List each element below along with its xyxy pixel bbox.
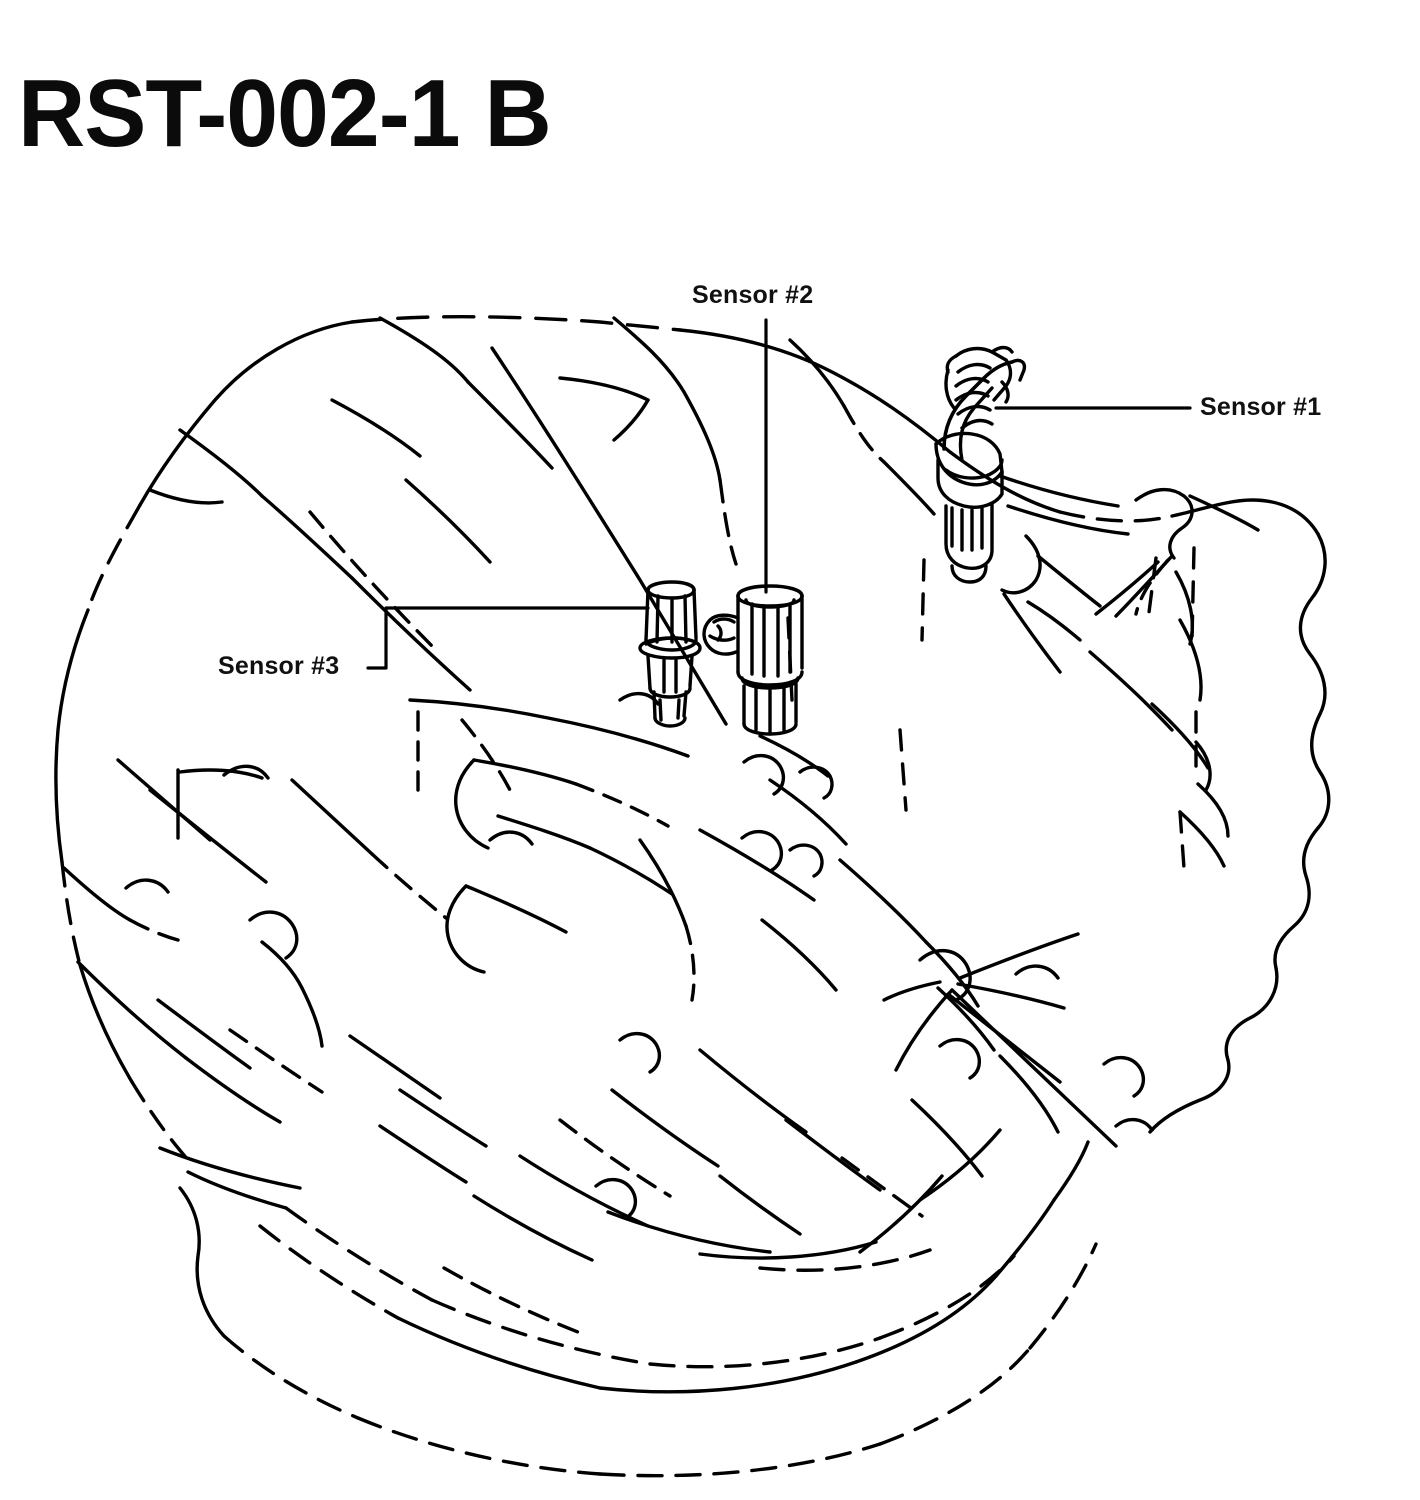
case-lower-ribs — [442, 1048, 1060, 1334]
callout-label-sensor-1: Sensor #1 — [1200, 393, 1322, 421]
sensor-3-component[interactable] — [638, 580, 702, 728]
transaxle-case-outline — [54, 315, 1331, 1164]
callout-label-sensor-2: Sensor #2 — [692, 281, 814, 309]
case-left-lower — [62, 718, 514, 1184]
oil-pan — [158, 1140, 1098, 1478]
page-title: RST-002-1 B — [18, 60, 552, 167]
case-center-body — [408, 698, 1118, 1148]
sensor-1-component[interactable] — [934, 345, 1027, 584]
leader-sensor-3 — [366, 606, 650, 670]
case-top-facets — [148, 316, 936, 726]
case-right-ribs — [998, 474, 1260, 868]
callout-label-sensor-3: Sensor #3 — [218, 652, 340, 680]
callout-leaders — [366, 318, 1192, 670]
case-ports-and-bosses — [124, 692, 1154, 1220]
sensor-2-component[interactable] — [702, 584, 804, 736]
